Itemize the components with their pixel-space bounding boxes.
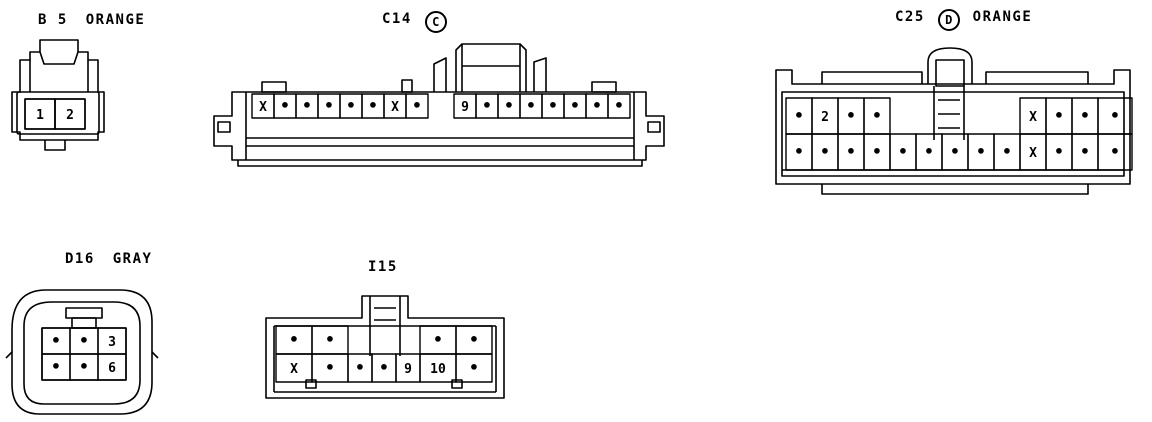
terminal-dot: • bbox=[820, 142, 830, 161]
terminal-dot: • bbox=[1110, 142, 1120, 161]
terminal-dot: • bbox=[526, 96, 536, 115]
terminal-dot: • bbox=[1054, 106, 1064, 125]
terminal-label: X bbox=[259, 100, 267, 115]
terminal-dot: • bbox=[592, 96, 602, 115]
terminal-dot: • bbox=[355, 358, 365, 377]
terminal-dot: • bbox=[872, 106, 882, 125]
terminal-dot: • bbox=[1080, 142, 1090, 161]
connector-label-i15: I15 bbox=[368, 259, 398, 275]
terminal-label: 9 bbox=[404, 362, 412, 377]
terminal-dot: • bbox=[433, 330, 443, 349]
terminal-dot: • bbox=[1054, 142, 1064, 161]
terminal-dot: • bbox=[302, 96, 312, 115]
terminal-dot: • bbox=[504, 96, 514, 115]
connector-name: C14 bbox=[382, 11, 412, 27]
terminal-label: 2 bbox=[821, 110, 829, 125]
terminal-dot: • bbox=[482, 96, 492, 115]
terminal-dot: • bbox=[548, 96, 558, 115]
connector-label-c25: C25 D ORANGE bbox=[895, 9, 1032, 31]
terminal-dot: • bbox=[1002, 142, 1012, 161]
terminal-dot: • bbox=[794, 142, 804, 161]
connector-name: B 5 bbox=[38, 12, 68, 28]
terminal-dot: • bbox=[614, 96, 624, 115]
connector-name: D16 bbox=[65, 251, 95, 267]
connector-d16-body bbox=[5, 289, 159, 415]
terminal-dot: • bbox=[846, 142, 856, 161]
terminal-dot: • bbox=[924, 142, 934, 161]
connector-c14-body bbox=[213, 43, 665, 167]
connector-label-d16: D16 GRAY bbox=[65, 251, 152, 267]
connector-b5-body bbox=[11, 39, 105, 151]
terminal-label: 9 bbox=[461, 100, 469, 115]
terminal-dot: • bbox=[950, 142, 960, 161]
connector-label-c14: C14 C bbox=[382, 11, 450, 33]
terminal-dot: • bbox=[346, 96, 356, 115]
circle-letter-badge: D bbox=[937, 9, 960, 31]
terminal-dot: • bbox=[898, 142, 908, 161]
terminal-label: 3 bbox=[108, 335, 116, 350]
connector-c25-body bbox=[775, 47, 1131, 195]
circle-letter-badge: C bbox=[424, 11, 447, 33]
terminal-dot: • bbox=[325, 358, 335, 377]
terminal-dot: • bbox=[412, 96, 422, 115]
terminal-label: X bbox=[1029, 110, 1037, 125]
terminal-cell bbox=[1097, 133, 1133, 171]
terminal-dot: • bbox=[1110, 106, 1120, 125]
terminal-label: 1 bbox=[36, 108, 44, 123]
terminal-label: X bbox=[391, 100, 399, 115]
connector-label-b5: B 5 ORANGE bbox=[38, 12, 145, 28]
terminal-dot: • bbox=[846, 106, 856, 125]
terminal-dot: • bbox=[79, 357, 89, 376]
terminal-dot: • bbox=[469, 358, 479, 377]
connector-color: ORANGE bbox=[85, 12, 146, 28]
connector-name: I15 bbox=[368, 259, 398, 275]
terminal-dot: • bbox=[280, 96, 290, 115]
terminal-cell bbox=[405, 93, 429, 119]
terminal-label: X bbox=[1029, 146, 1037, 161]
terminal-label: X bbox=[290, 362, 298, 377]
terminal-cell bbox=[54, 98, 86, 130]
terminal-label: 2 bbox=[66, 108, 74, 123]
terminal-dot: • bbox=[794, 106, 804, 125]
terminal-dot: • bbox=[469, 330, 479, 349]
terminal-dot: • bbox=[379, 358, 389, 377]
terminal-cell bbox=[97, 353, 127, 381]
terminal-dot: • bbox=[976, 142, 986, 161]
terminal-cell bbox=[607, 93, 631, 119]
terminal-dot: • bbox=[1080, 106, 1090, 125]
terminal-dot: • bbox=[51, 357, 61, 376]
connector-color: ORANGE bbox=[972, 9, 1033, 25]
connector-color: GRAY bbox=[112, 251, 153, 267]
terminal-label: 10 bbox=[430, 362, 446, 377]
terminal-dot: • bbox=[324, 96, 334, 115]
terminal-dot: • bbox=[570, 96, 580, 115]
terminal-dot: • bbox=[51, 331, 61, 350]
terminal-dot: • bbox=[79, 331, 89, 350]
terminal-dot: • bbox=[289, 330, 299, 349]
terminal-label: 6 bbox=[108, 361, 116, 376]
terminal-cell bbox=[455, 353, 493, 383]
terminal-dot: • bbox=[368, 96, 378, 115]
terminal-dot: • bbox=[325, 330, 335, 349]
terminal-dot: • bbox=[872, 142, 882, 161]
connector-name: C25 bbox=[895, 9, 925, 25]
